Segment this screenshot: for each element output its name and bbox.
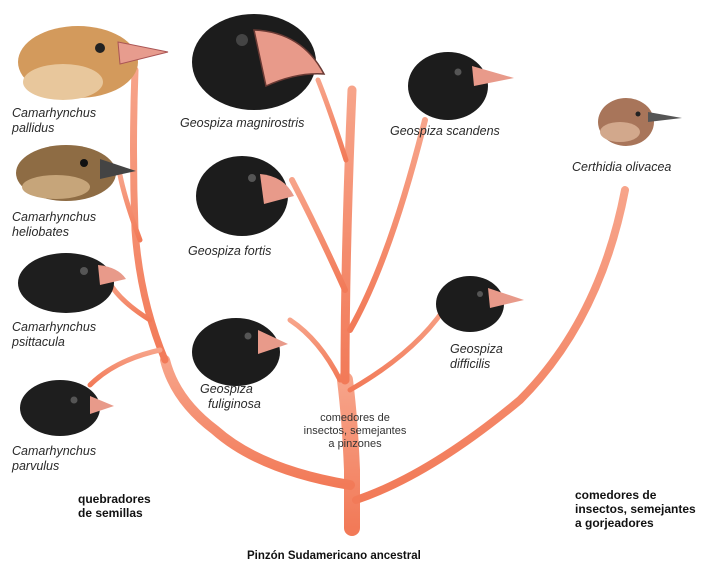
- label-c-pallidus: Camarhynchus pallidus: [12, 106, 96, 136]
- label-g-fuliginosa-genus: Geospiza: [200, 382, 261, 397]
- label-c-heliobates-genus: Camarhynchus: [12, 210, 96, 225]
- fortis-branch: [292, 180, 345, 290]
- caption-warbler-like: comedores de insectos, semejantes a gorj…: [575, 488, 696, 530]
- label-g-fortis: Geospiza fortis: [188, 244, 271, 259]
- label-c-heliobates-epithet: heliobates: [12, 225, 96, 240]
- g-fortis-head: [196, 156, 294, 236]
- caption-warbler-like-line-3: a gorjeadores: [575, 516, 696, 530]
- ancestor-label: Pinzón Sudamericano ancestral: [247, 550, 421, 562]
- caption-insect-finches: comedores de insectos, semejantes a pinz…: [300, 412, 410, 451]
- caption-seed-crushers-line-2: de semillas: [78, 506, 151, 520]
- trunk-branch: [345, 380, 352, 528]
- label-c-parvulus: Camarhynchus parvulus: [12, 444, 96, 474]
- parvulus-branch: [90, 350, 160, 385]
- tree-branches: [90, 70, 625, 528]
- label-g-magnirostris: Geospiza magnirostris: [180, 116, 304, 131]
- caption-seed-crushers: quebradores de semillas: [78, 492, 151, 520]
- label-c-heliobates: Camarhynchus heliobates: [12, 210, 96, 240]
- g-scandens-head: [408, 52, 514, 120]
- label-c-pallidus-genus: Camarhynchus: [12, 106, 96, 121]
- magnirostris-branch: [318, 80, 346, 160]
- label-c-psittacula-epithet: psittacula: [12, 335, 96, 350]
- c-pallidus-head: [18, 26, 168, 100]
- label-c-pallidus-epithet: pallidus: [12, 121, 96, 136]
- label-c-parvulus-epithet: parvulus: [12, 459, 96, 474]
- g-difficilis-head: [436, 276, 524, 332]
- scandens-branch: [350, 120, 425, 330]
- label-g-fuliginosa: Geospiza fuliginosa: [200, 382, 261, 412]
- label-c-psittacula-genus: Camarhynchus: [12, 320, 96, 335]
- central-fork-branch: [345, 90, 352, 380]
- caption-insect-finches-line-1: comedores de: [300, 412, 410, 425]
- caption-insect-finches-line-2: insectos, semejantes: [300, 425, 410, 438]
- g-magnirostris-head: [192, 14, 324, 110]
- label-g-fuliginosa-epithet: fuliginosa: [200, 397, 261, 412]
- caption-warbler-like-line-1: comedores de: [575, 488, 696, 502]
- label-g-difficilis-genus: Geospiza: [450, 342, 503, 357]
- label-g-scandens: Geospiza scandens: [390, 124, 500, 139]
- c-parvulus-head: [20, 380, 114, 436]
- label-c-olivacea: Certhidia olivacea: [572, 160, 671, 175]
- c-psittacula-head: [18, 253, 126, 313]
- c-olivacea-head: [598, 98, 682, 146]
- label-c-psittacula: Camarhynchus psittacula: [12, 320, 96, 350]
- caption-seed-crushers-line-1: quebradores: [78, 492, 151, 506]
- g-fuliginosa-head: [192, 318, 288, 386]
- fuliginosa-branch: [290, 320, 340, 380]
- label-c-parvulus-genus: Camarhynchus: [12, 444, 96, 459]
- label-g-difficilis: Geospiza difficilis: [450, 342, 503, 372]
- caption-warbler-like-line-2: insectos, semejantes: [575, 502, 696, 516]
- caption-insect-finches-line-3: a pinzones: [300, 438, 410, 451]
- seed-crusher-branch: [134, 70, 166, 360]
- c-heliobates-head: [16, 145, 136, 201]
- difficilis-branch: [350, 300, 450, 390]
- label-g-difficilis-epithet: difficilis: [450, 357, 503, 372]
